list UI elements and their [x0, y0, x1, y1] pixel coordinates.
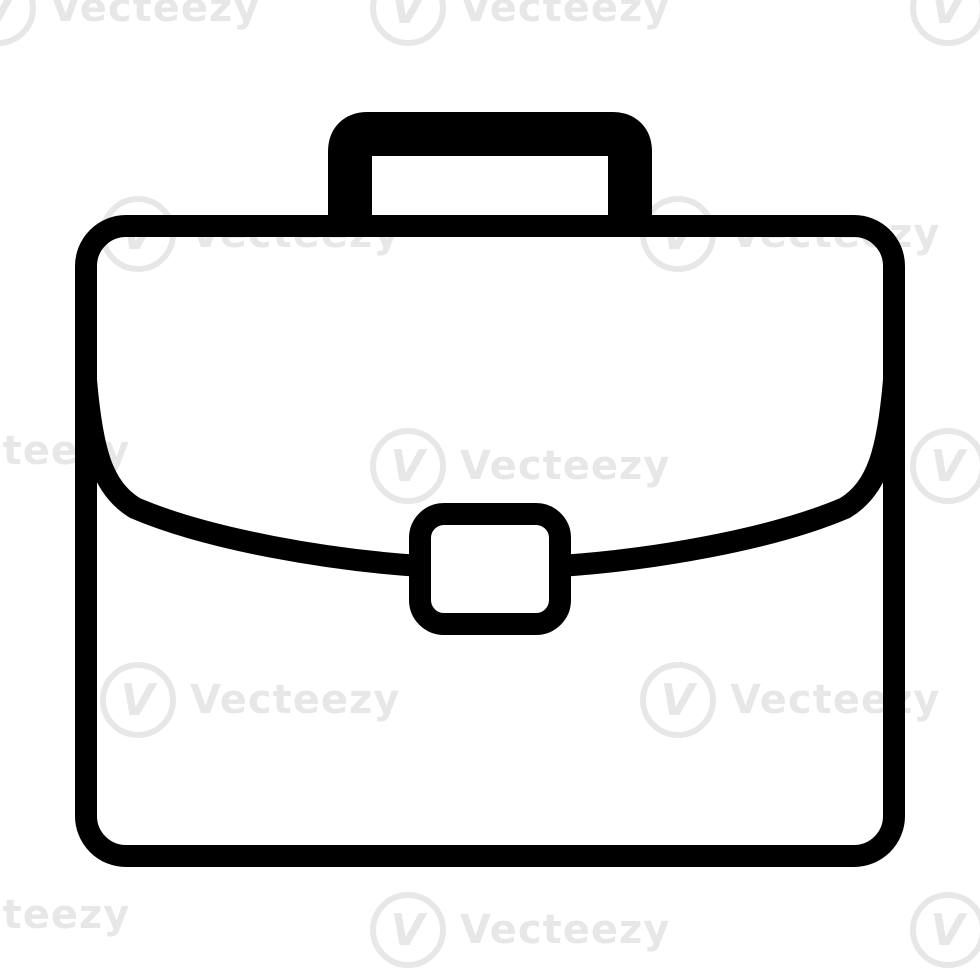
- handle: [328, 112, 652, 222]
- clasp: [409, 503, 571, 635]
- flap-line: [75, 369, 905, 577]
